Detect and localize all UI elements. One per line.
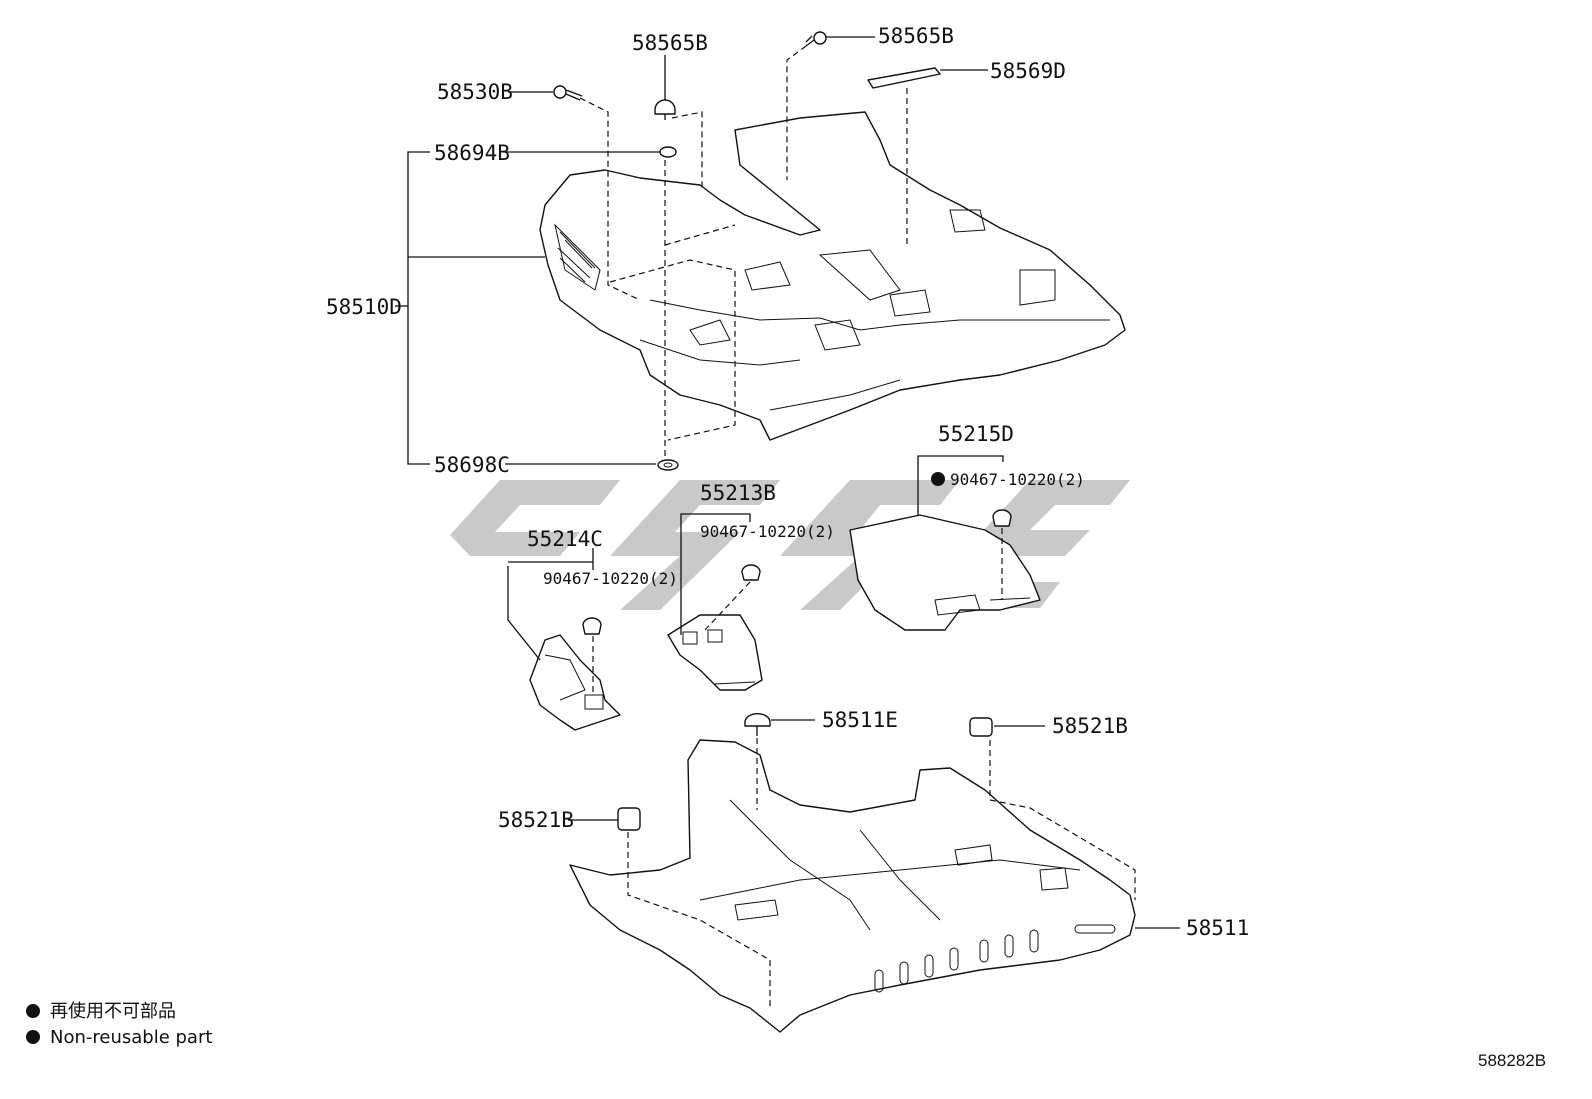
clip-reference-labels: 90467-10220(2) 90467-10220(2) 90467-1022… [543,470,1085,588]
grommet-58698C [657,459,679,471]
carpet-58510D [539,111,1126,441]
label-58698C: 58698C [434,453,510,477]
legend-english: Non-reusable part [50,1027,212,1048]
clip-ref-55214C: 90467-10220(2) [543,569,678,588]
callout-labels: 58565B 58565B 58569D 58530B 58694B 58510… [326,24,1249,940]
silencer-58511 [569,739,1136,1033]
label-55214C: 55214C [527,527,603,551]
legend-japanese: 再使用不可部品 [50,1001,176,1022]
label-55213B: 55213B [700,481,776,505]
label-58565B-a: 58565B [632,31,708,55]
panel-55214C [529,634,621,731]
label-58565B-b: 58565B [878,24,954,48]
clip-ref-55215D: 90467-10220(2) [950,470,1085,489]
legend: 再使用不可部品 Non-reusable part [26,1001,212,1048]
clip-58565B-a [654,99,676,120]
dashed-lines [579,45,1136,1010]
label-55215D: 55215D [938,422,1014,446]
legend-bullet-icon [26,1004,40,1018]
silencer-slots [874,924,1116,993]
label-58530B: 58530B [437,80,513,104]
clip-58511E [744,712,771,736]
clip-58521B-b [617,807,641,831]
clips-90467 [582,509,1012,635]
non-reusable-marker-icon [931,472,945,486]
panel-55215D [849,514,1041,631]
label-58521B-a: 58521B [1052,714,1128,738]
trim-58569D [867,67,941,89]
diagram-code: 588282B [1478,1051,1546,1070]
bolt-58530B [553,85,583,101]
leader-lines [395,36,1180,929]
label-58510D: 58510D [326,295,402,319]
label-58569D: 58569D [990,59,1066,83]
label-58694B: 58694B [434,141,510,165]
screw-58565B-b [805,31,827,47]
grommet-58694B [659,146,677,158]
legend-bullet-icon [26,1030,40,1044]
label-58511E: 58511E [822,708,898,732]
label-58511: 58511 [1186,916,1249,940]
clip-ref-55213B: 90467-10220(2) [700,522,835,541]
clip-58521B-a [969,717,993,737]
label-58521B-b: 58521B [498,808,574,832]
panel-55213B [667,614,763,691]
